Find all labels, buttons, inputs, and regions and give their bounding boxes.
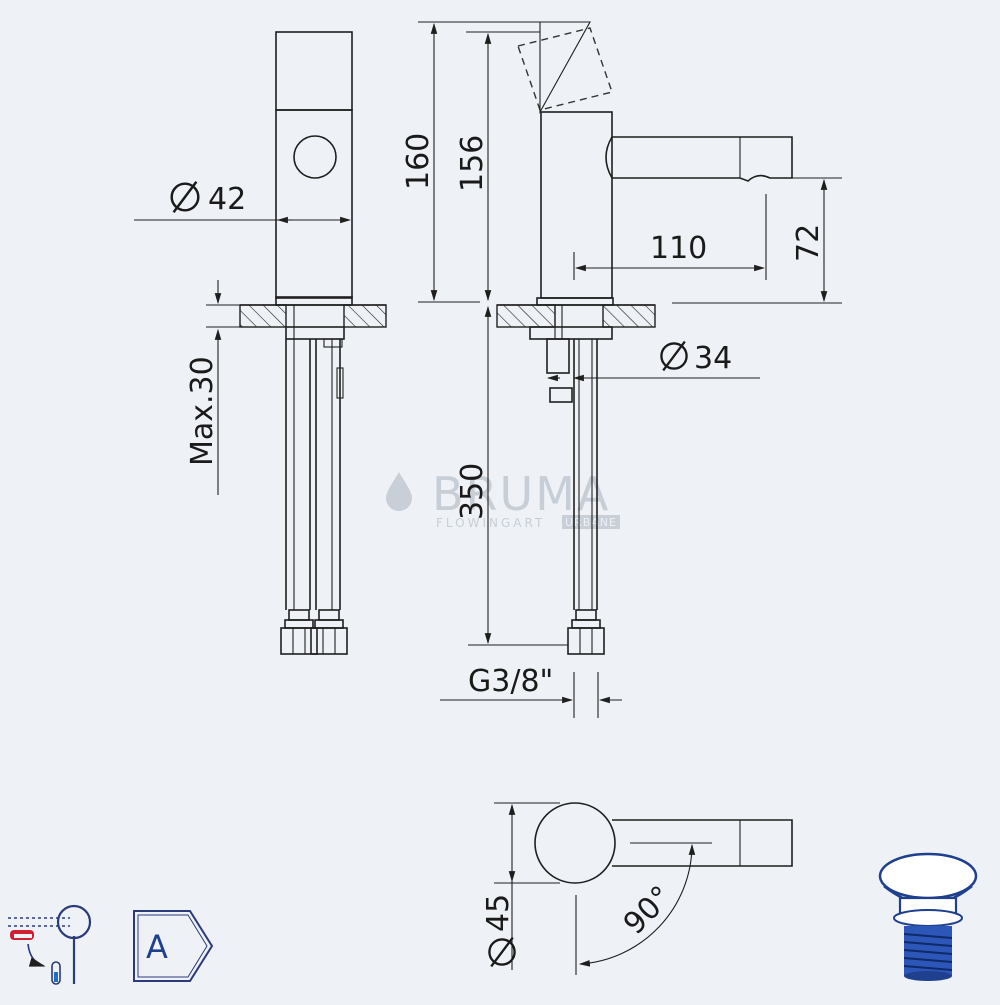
diameter-icon xyxy=(170,180,200,214)
push-waste-icon xyxy=(878,852,978,981)
side-body xyxy=(540,111,613,299)
diameter-icon xyxy=(488,936,516,968)
energy-class-icon: A xyxy=(133,910,214,982)
label-height-total: 160 xyxy=(401,133,436,190)
top-spout xyxy=(612,819,793,867)
brand-tagline-box xyxy=(562,515,620,529)
label-hose-length: 350 xyxy=(455,463,490,520)
front-body xyxy=(275,109,353,299)
brand-watermark: BRUMA FLOWINGART URBANE xyxy=(386,467,620,530)
front-fittings xyxy=(280,609,348,655)
front-handle-boss xyxy=(293,135,337,179)
brand-tagline: FLOWINGART xyxy=(436,516,545,530)
front-view: 42 Max.30 xyxy=(134,31,387,655)
side-spout xyxy=(605,136,793,182)
label-spout-height: 72 xyxy=(791,224,826,262)
label-top-diameter: 45 xyxy=(481,894,516,932)
side-fixing-nut xyxy=(529,326,613,340)
top-view: 45 90° xyxy=(481,802,793,975)
label-spout-reach: 110 xyxy=(650,231,707,266)
side-handle-rotated xyxy=(517,27,613,111)
label-tail-diameter: 34 xyxy=(694,341,732,376)
front-fixing-nut xyxy=(285,326,345,340)
side-tail-stud xyxy=(546,338,570,374)
label-height-body: 156 xyxy=(455,135,490,192)
label-connection: G3/8" xyxy=(468,664,553,699)
side-deck-right xyxy=(602,304,656,328)
top-body-circle xyxy=(534,802,616,884)
label-rotation: 90° xyxy=(617,879,679,941)
drop-logo-icon xyxy=(386,472,412,511)
front-handle xyxy=(275,31,353,111)
front-fixing-rod xyxy=(336,367,344,399)
label-max-deck: Max.30 xyxy=(185,356,220,466)
diameter-icon xyxy=(660,340,688,372)
front-deck-right xyxy=(343,304,387,328)
dim-arc-rotation xyxy=(578,843,696,967)
front-deck-left xyxy=(239,304,287,328)
energy-class-label: A xyxy=(146,928,168,966)
side-deck-left xyxy=(496,304,556,328)
brand-tagline-suffix: URBANE xyxy=(565,516,617,529)
side-base-ring xyxy=(536,297,614,306)
side-view: 160 156 350 110 72 34 G3/8" xyxy=(401,21,842,718)
cold-start-icon xyxy=(8,904,92,985)
side-fitting xyxy=(567,609,605,655)
label-body-diameter: 42 xyxy=(208,182,246,217)
side-handle-body xyxy=(539,21,591,115)
